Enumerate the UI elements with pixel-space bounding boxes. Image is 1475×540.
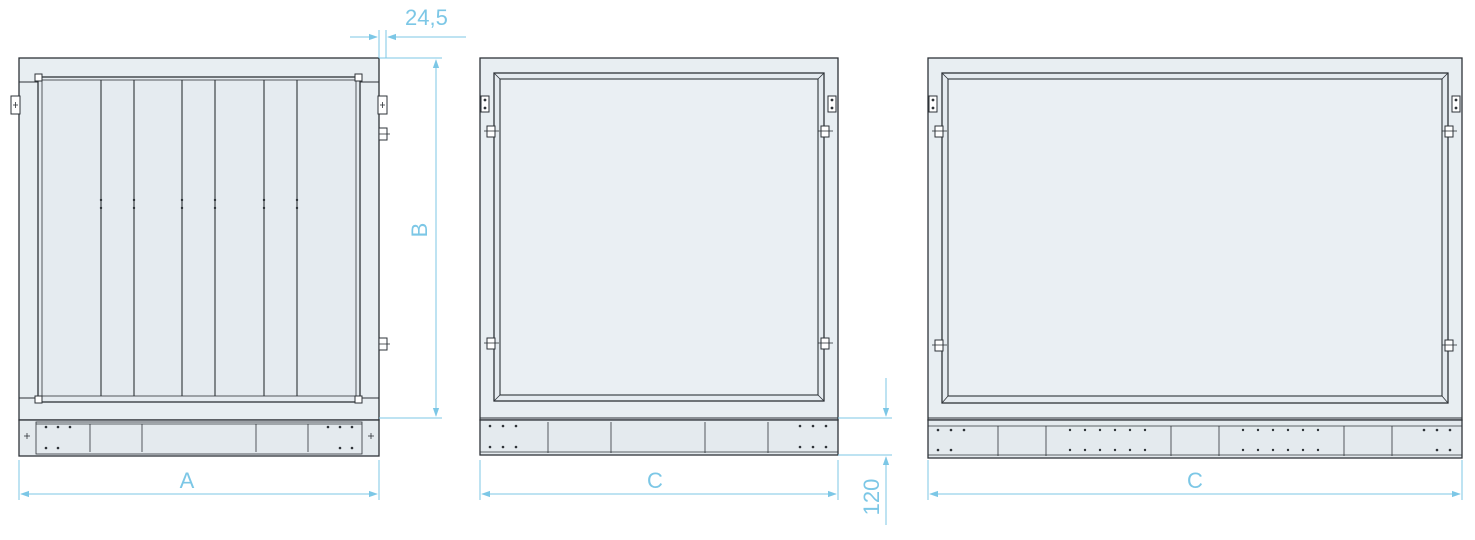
front-view-base (18, 419, 380, 457)
dimension-c-right: C (927, 460, 1463, 500)
hinge-icon (932, 125, 1457, 352)
dimension-offset: 24,5 (350, 5, 466, 58)
dimension-base-height-label: 120 (859, 479, 884, 516)
dimension-c-middle: C (479, 460, 839, 500)
hinge-icon (484, 125, 833, 350)
hinge-icon (378, 337, 390, 351)
front-view (10, 57, 390, 457)
screw-icon (928, 95, 1461, 113)
dimension-offset-label: 24,5 (405, 5, 448, 30)
screw-icon (480, 95, 837, 113)
dimension-b-label: B (407, 223, 432, 238)
right-view (927, 57, 1463, 459)
door-slats (99, 80, 299, 396)
screw-icon (44, 425, 354, 450)
latch-icon (10, 95, 21, 115)
hinge-icon (378, 127, 390, 141)
dimension-base-height: 120 (838, 378, 892, 525)
dimension-a-label: A (180, 468, 195, 493)
dimension-b: B (379, 57, 442, 419)
right-view-panel (947, 78, 1443, 397)
front-door-panel (37, 76, 361, 403)
dimension-c-middle-label: C (647, 468, 663, 493)
latch-icon (377, 95, 388, 115)
dimension-c-right-label: C (1187, 468, 1203, 493)
middle-view-base (479, 419, 839, 456)
middle-view-panel (499, 78, 819, 396)
dimension-a: A (18, 460, 380, 500)
middle-view (479, 57, 839, 456)
